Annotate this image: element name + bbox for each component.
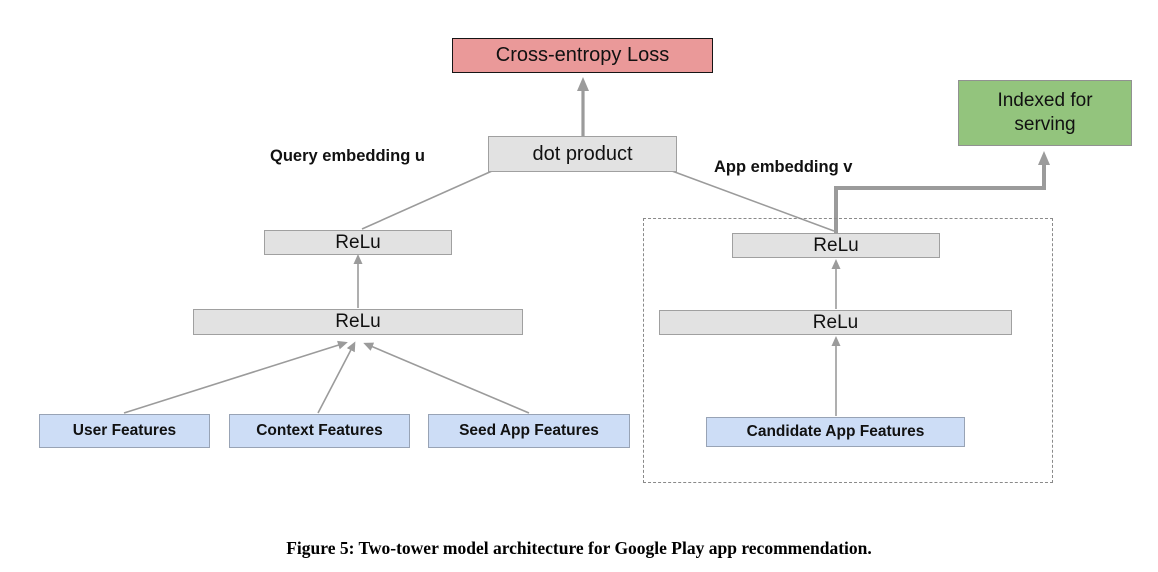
candidate-tower-relu-bottom: ReLu	[659, 310, 1012, 335]
arrow-seed-features-to-relu	[363, 342, 530, 414]
candidate-tower-boundary	[643, 218, 1053, 483]
figure-caption: Figure 5: Two-tower model architecture f…	[286, 538, 872, 558]
candidate-tower-relu-top: ReLu	[732, 233, 940, 258]
arrow-user-features-to-relu	[123, 340, 348, 414]
context-features-box: Context Features	[229, 414, 410, 448]
seed-app-features-box: Seed App Features	[428, 414, 630, 448]
candidate-app-features-box: Candidate App Features	[706, 417, 965, 447]
arrow-context-features-to-relu	[317, 341, 356, 414]
cross-entropy-loss-box: Cross-entropy Loss	[452, 38, 713, 73]
user-features-box: User Features	[39, 414, 210, 448]
indexed-for-serving-box: Indexed for serving	[958, 80, 1132, 146]
edge-dot-product-to-query-relu	[361, 170, 493, 230]
query-tower-relu-bottom: ReLu	[193, 309, 523, 335]
query-tower-relu-top: ReLu	[264, 230, 452, 255]
app-embedding-label: App embedding v	[714, 158, 853, 176]
query-embedding-label: Query embedding u	[270, 147, 425, 165]
dot-product-box: dot product	[488, 136, 677, 172]
